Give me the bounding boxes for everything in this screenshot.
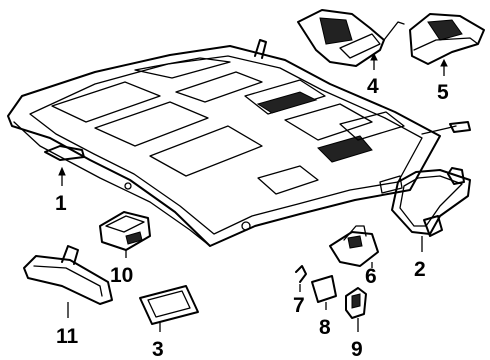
callout-3: 3 <box>152 338 164 360</box>
switch-lamp-part <box>99 211 151 258</box>
sun-visor-part <box>391 167 471 252</box>
callout-9: 9 <box>351 338 363 360</box>
callout-5: 5 <box>437 81 449 104</box>
callout-6: 6 <box>365 265 377 288</box>
callout-8: 8 <box>319 316 331 339</box>
headliner-part <box>7 39 471 247</box>
reading-lamp-part <box>329 225 379 268</box>
leader-1-arrow <box>58 166 66 176</box>
bulb-socket-part <box>345 287 367 332</box>
map-light-part <box>409 13 485 76</box>
callout-7: 7 <box>293 294 305 317</box>
callout-10: 10 <box>110 264 133 287</box>
rearview-mirror-part <box>23 245 113 318</box>
callout-2: 2 <box>414 258 426 281</box>
clip-part <box>295 265 307 292</box>
callout-11: 11 <box>56 325 79 348</box>
lens-trim-part <box>139 285 199 332</box>
overhead-console-part <box>297 9 405 70</box>
callout-4: 4 <box>367 75 379 98</box>
lens-part <box>311 275 337 310</box>
callout-1: 1 <box>55 192 67 215</box>
